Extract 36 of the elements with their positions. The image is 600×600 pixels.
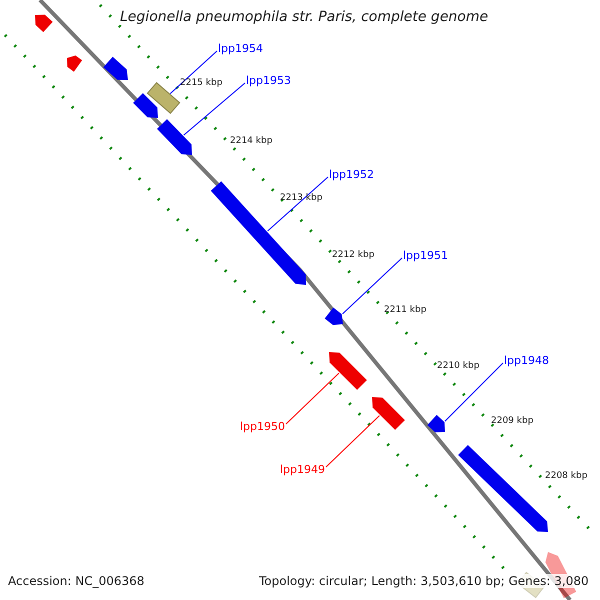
gene-label: lpp1949 — [280, 463, 326, 476]
gene-bar — [329, 352, 367, 390]
tick-label: 2208 kbp — [545, 471, 588, 481]
tick-label: 2209 kbp — [491, 416, 534, 426]
tick-label: 2214 kbp — [230, 136, 272, 146]
leader-line — [170, 50, 218, 94]
leader-line — [342, 258, 402, 314]
gene-label: lpp1951 — [403, 249, 448, 262]
gene-bar — [157, 119, 192, 155]
leader-line — [286, 372, 340, 424]
gene-bar — [67, 56, 82, 72]
leader-line — [444, 362, 504, 422]
gene-bar — [210, 181, 306, 285]
gene-label: lpp1950 — [240, 420, 286, 433]
gene-label: lpp1953 — [246, 74, 292, 87]
gene-bar — [427, 414, 445, 432]
gene-bar — [35, 14, 53, 32]
gene-label: lpp1952 — [329, 168, 374, 181]
tick-label: 2212 kbp — [332, 250, 374, 260]
gene-bar — [324, 308, 343, 326]
tick-label: 2211 kbp — [384, 305, 426, 315]
gene-bar — [103, 56, 128, 80]
gene-label: lpp1948 — [504, 354, 550, 367]
gene-bar — [146, 82, 180, 114]
leader-line — [267, 176, 328, 232]
gene-label: lpp1954 — [218, 42, 264, 55]
title: Legionella pneumophila str. Paris, complete genome — [120, 9, 488, 25]
tick-label: 2215 kbp — [180, 78, 222, 88]
leader-line — [183, 82, 246, 136]
tick-label: 2210 kbp — [437, 361, 480, 371]
leader-line — [326, 415, 380, 468]
info-text: Accession: NC_006368 — [8, 574, 144, 588]
tick-label: 2213 kbp — [280, 193, 322, 203]
gene-bar — [372, 397, 405, 430]
info-text: Topology: circular; Length: 3,503,610 bp; Genes: 3,080 — [259, 574, 589, 588]
gene-bar — [133, 93, 158, 118]
